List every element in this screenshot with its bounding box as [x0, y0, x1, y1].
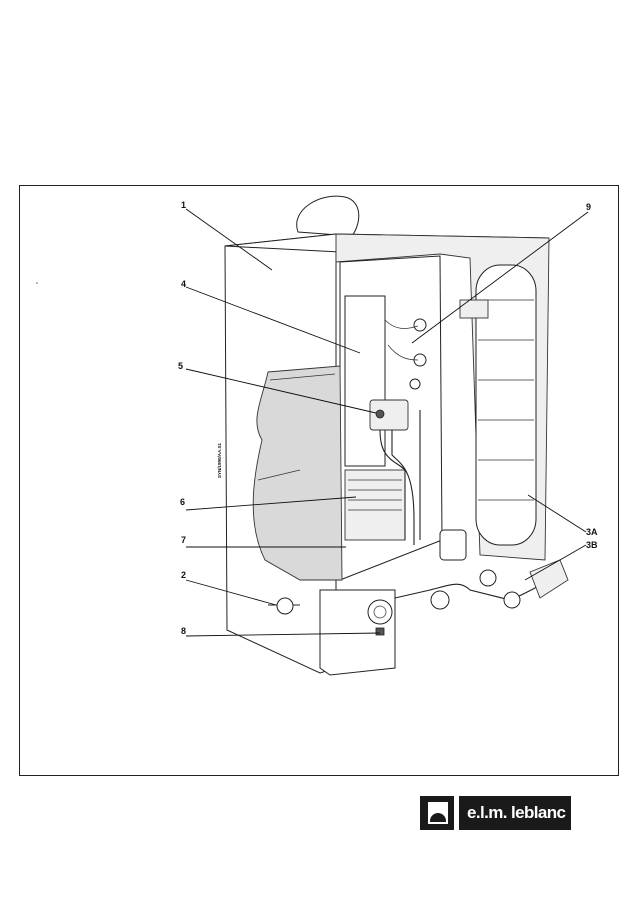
- callout-3b: 3B: [586, 540, 598, 550]
- callout-8: 8: [181, 626, 186, 636]
- control-knob: [367, 599, 393, 625]
- brand-logo-block: e.l.m. leblanc: [420, 796, 572, 830]
- flame-logo-icon: [420, 796, 454, 830]
- front-cover: [252, 365, 343, 581]
- gas-valve: [369, 399, 409, 431]
- burner-chamber: [344, 469, 406, 541]
- expansion-vessel: [475, 264, 537, 546]
- callout-3a-leader: [527, 494, 587, 533]
- callout-1-leader: [185, 208, 273, 271]
- callout-1: 1: [181, 200, 186, 210]
- figure-frame: [19, 185, 619, 776]
- brand-name: e.l.m. leblanc: [467, 803, 566, 822]
- callout-2: 2: [181, 570, 186, 580]
- heat-exchanger: [344, 295, 386, 467]
- callout-4-leader: [185, 286, 361, 354]
- water-pipe: [379, 429, 415, 545]
- callout-3b-leader: [524, 544, 587, 581]
- callout-6: 6: [180, 497, 185, 507]
- flue-cap: [296, 195, 360, 237]
- callout-5: 5: [178, 361, 183, 371]
- callout-5-leader: [185, 368, 377, 414]
- callout-9: 9: [586, 202, 591, 212]
- callout-7: 7: [181, 535, 186, 545]
- callout-9-leader: [411, 211, 589, 344]
- callout-8-leader: [185, 632, 381, 637]
- callout-2-leader: [185, 579, 277, 606]
- brand-name-box: e.l.m. leblanc: [459, 796, 572, 830]
- callout-3a: 3A: [586, 527, 598, 537]
- pump-unit: [529, 559, 569, 599]
- side-reference: SYN/1990/AA.S1: [217, 442, 222, 478]
- callout-6-leader: [185, 496, 357, 511]
- callout-4: 4: [181, 279, 186, 289]
